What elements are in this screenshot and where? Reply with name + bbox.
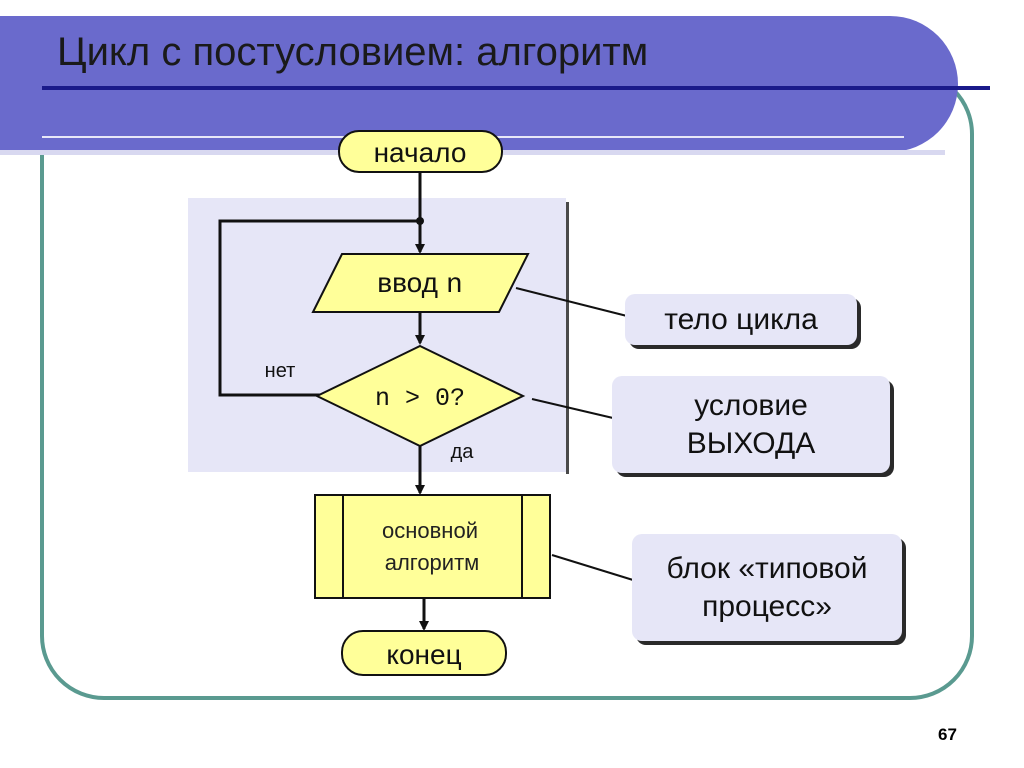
input-parallelogram — [311, 253, 530, 313]
callout-loop-body: тело цикла — [625, 294, 857, 345]
input-var: n — [446, 270, 463, 301]
header-rule-dark — [42, 86, 990, 90]
process-label-line2: алгоритм — [385, 550, 480, 575]
loop-area — [188, 198, 566, 472]
callout-process-block: блок «типовой процесс» — [632, 534, 902, 641]
callout-block-pointer — [551, 554, 634, 581]
callout-block-line2: процесс» — [702, 589, 832, 623]
callout-exit-line1: условие — [694, 388, 808, 422]
process-label-line1: основной — [382, 518, 478, 543]
header-band — [0, 16, 958, 152]
input-word: ввод — [377, 267, 438, 298]
loop-area-shadow — [566, 202, 569, 474]
callout-exit-line2: ВЫХОДА — [686, 426, 816, 460]
end-label: конец — [386, 639, 461, 670]
branch-no-label: нет — [265, 360, 296, 382]
start-terminator — [338, 130, 503, 173]
slide-title: Цикл с постусловием: алгоритм — [57, 30, 649, 74]
callout-exit-condition: условие ВЫХОДА — [612, 376, 890, 473]
callout-exit-pointer — [531, 398, 614, 419]
condition-diamond — [314, 344, 526, 448]
branch-yes-label: да — [451, 441, 475, 463]
loop-back-line — [218, 219, 420, 397]
callout-block-line1: блок «типовой — [666, 551, 868, 585]
condition-label: n > 0? — [375, 384, 465, 413]
start-label: начало — [374, 137, 467, 168]
page-number: 67 — [938, 725, 957, 744]
end-terminator — [341, 630, 507, 676]
callout-loop-body-text: тело цикла — [664, 302, 818, 336]
process-block — [314, 494, 551, 599]
callout-body-pointer — [515, 287, 628, 317]
